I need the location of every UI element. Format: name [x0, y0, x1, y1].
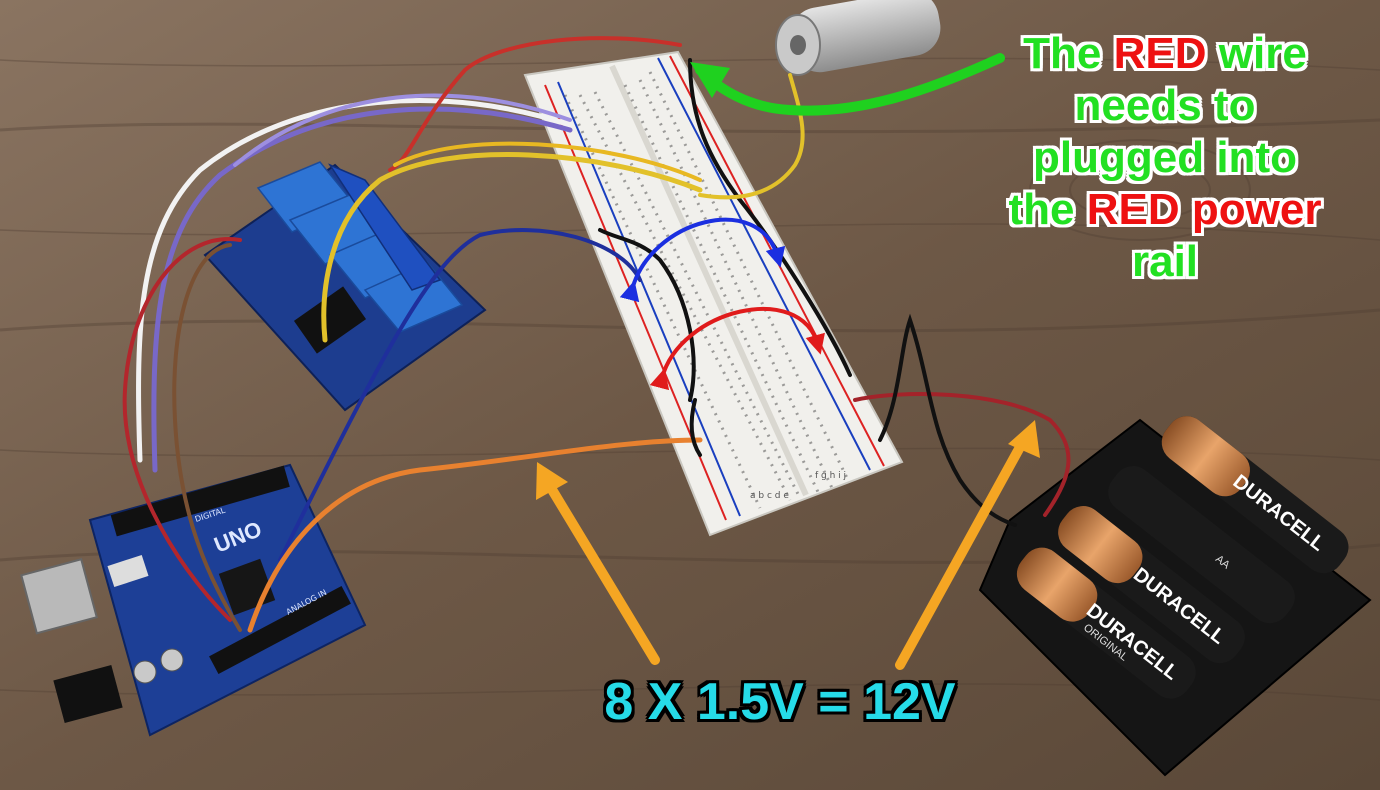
breadboard-letters-left: a b c d e [750, 491, 789, 501]
callout-line2: needs to [1074, 81, 1256, 130]
relay-module [203, 161, 487, 412]
orange-callout-arrows [536, 420, 1040, 670]
red-rail-arc [649, 307, 825, 391]
callout-line3: plugged into [1033, 133, 1297, 182]
orange-arrowhead-left [536, 462, 568, 500]
arduino-uno: UNO DIGITAL ANALOG IN [20, 463, 367, 737]
blue-rail-arc [619, 217, 786, 303]
battery-holder: DURACELL AA DURACELL DURACELL ORIGINAL [978, 416, 1372, 777]
callout-line1-part-c: wire [1206, 29, 1307, 78]
red-wire-callout: The RED wire needs to plugged into the R… [995, 28, 1335, 288]
green-callout-arrow [690, 53, 1005, 116]
orange-arrowhead-right [1008, 420, 1040, 458]
dc-motor [775, 0, 941, 76]
callout-line1-red-word: RED [1113, 29, 1207, 78]
callout-line4-part-a: the [1008, 185, 1087, 234]
breadboard-letters-right: f g h i j [815, 471, 846, 481]
callout-line1-part-a: The [1023, 29, 1114, 78]
wires [122, 36, 1071, 633]
callout-line4-red-words: RED power [1086, 185, 1322, 234]
callout-line5: rail [1131, 237, 1199, 286]
annotation-arcs [619, 217, 825, 391]
voltage-callout: 8 X 1.5V = 12V [604, 673, 956, 731]
battery-cells: DURACELL AA DURACELL DURACELL ORIGINAL [1016, 416, 1349, 699]
